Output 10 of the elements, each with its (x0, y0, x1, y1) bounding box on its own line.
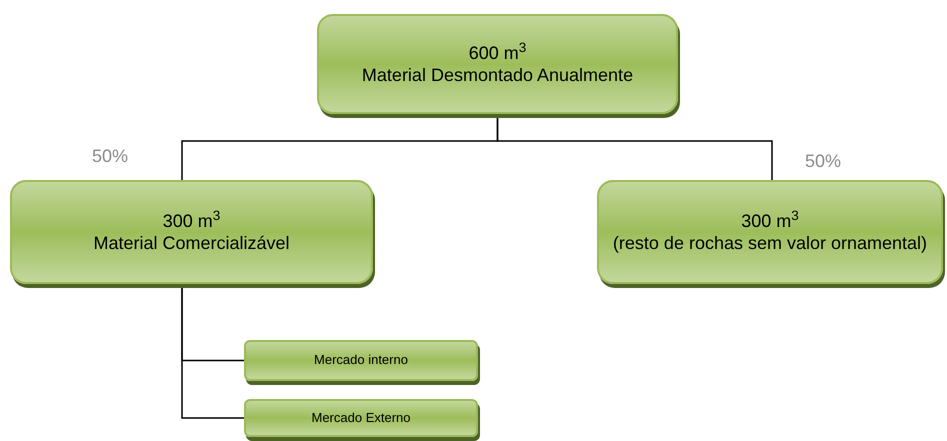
box-text: 300 m$^{3}$ (162, 210, 220, 232)
box-text: Material Desmontado Anualmente (362, 64, 634, 86)
box-text: 600 m$^{3}$ (468, 42, 526, 64)
box-text: 300 m$^{3}$ (741, 210, 799, 232)
box-text: Mercado interno (314, 352, 408, 369)
box-text: (resto de rochas sem valor ornamental) (612, 232, 928, 254)
box-text: Mercado Externo (312, 410, 410, 426)
box-text: Material Comercializável (93, 232, 290, 254)
percentage-label: 50% (805, 152, 842, 170)
percentage-label: 50% (92, 147, 128, 165)
